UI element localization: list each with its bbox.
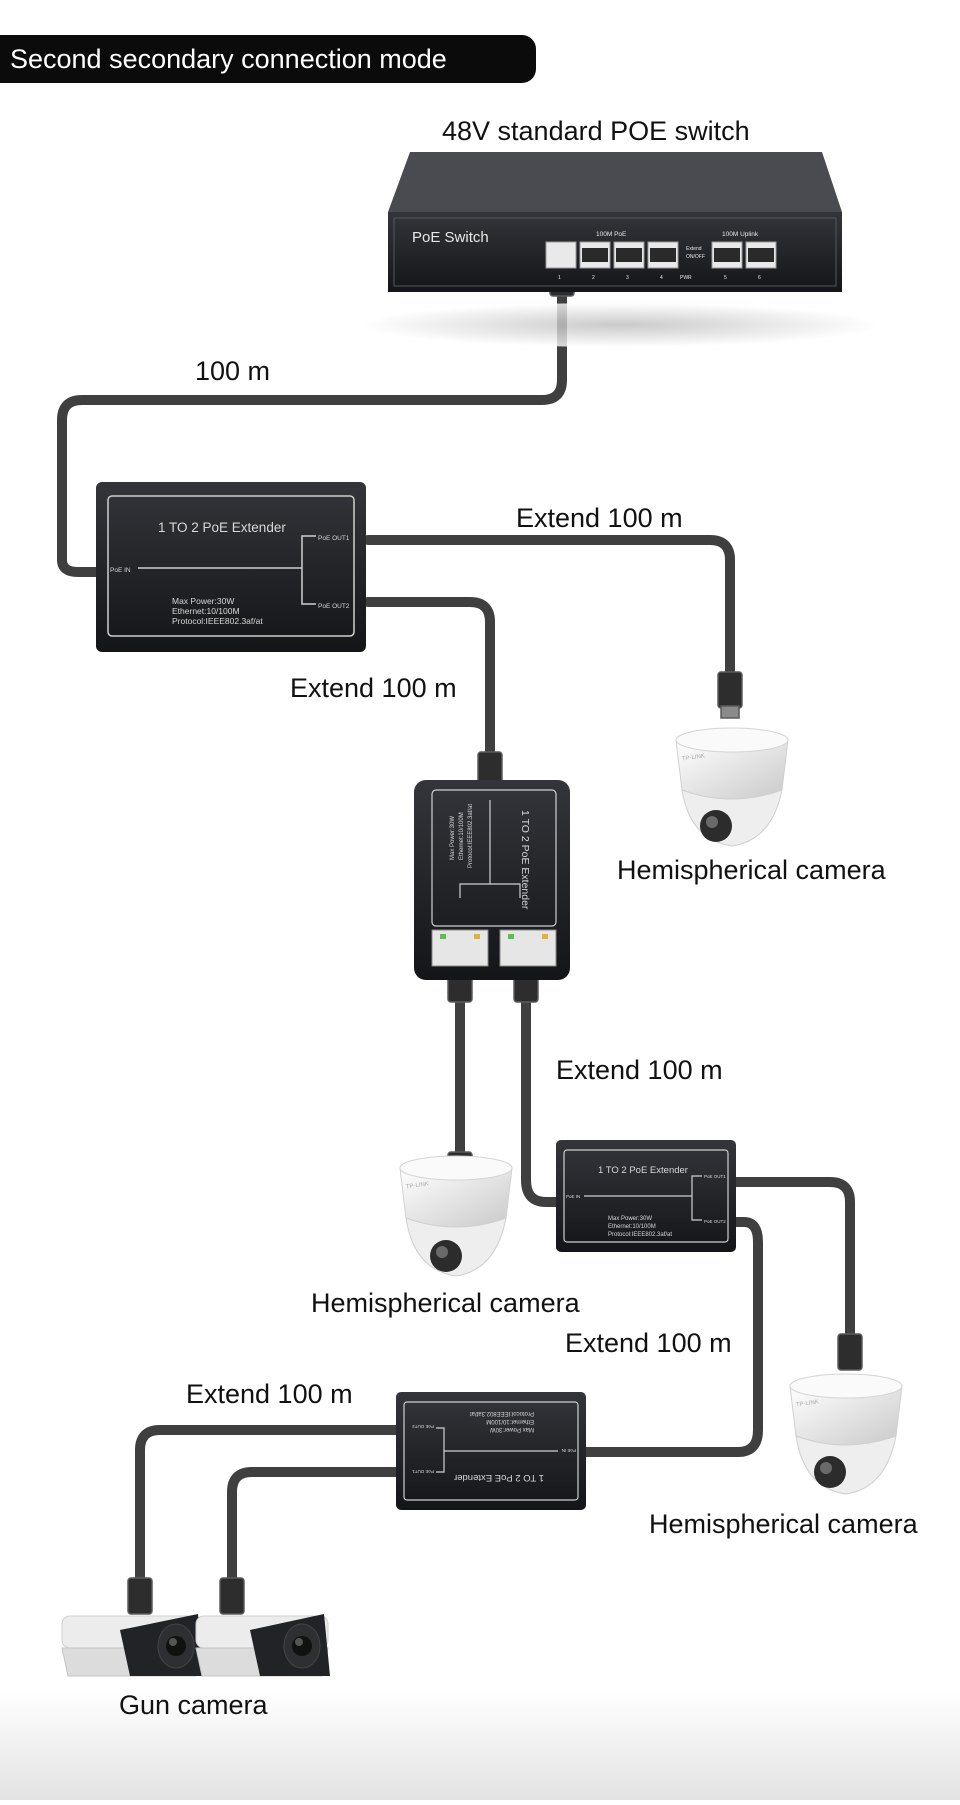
switch-port-number-1: 1 (558, 275, 561, 281)
cable-ext4-to-gun-1 (135, 1425, 403, 1590)
extender-4-spec-protocol: Protocol:IEEE802.3af/at (470, 1410, 534, 1416)
cable-ext4-to-gun-2 (227, 1467, 403, 1590)
extender-1-out1: PoE OUT1 (318, 535, 350, 542)
extender-4-spec-power: Max Power:30W (490, 1426, 534, 1432)
dome-camera-1: TP-LINK (675, 727, 789, 847)
cable-label-extend-3: Extend 100 m (556, 1055, 723, 1085)
extender-2-spec-power: Max Power:30W (450, 816, 456, 860)
plug-gun-2 (219, 1577, 245, 1615)
gun-camera-label: Gun camera (119, 1690, 268, 1720)
cable-label-extend-2: Extend 100 m (290, 673, 457, 703)
extender-4-out2: PoE OUT2 (412, 1424, 434, 1429)
cable-switch-to-extender-1 (57, 285, 567, 577)
cable-ext3-out2-to-ext4 (577, 1217, 763, 1457)
dome-camera-1-label: Hemispherical camera (617, 855, 886, 885)
cable-ext2-to-ext3 (521, 995, 565, 1207)
extender-4-title: 1 TO 2 PoE Extender (454, 1472, 544, 1483)
cable-ext1-out2-to-ext2 (363, 597, 495, 765)
extender-4: 1 TO 2 PoE Extender PoE IN PoE OUT1 PoE … (396, 1392, 586, 1510)
switch-port-number-6: 6 (758, 275, 761, 281)
extender-2-title: 1 TO 2 PoE Extender (519, 810, 531, 910)
switch-port-number-2: 2 (592, 275, 595, 281)
switch-port-number-4: 4 (660, 275, 663, 281)
extender-3-poe-in: PoE IN (566, 1194, 580, 1199)
extender-4-spec-ethernet: Ethernet:10/100M (486, 1418, 534, 1424)
bottom-fade (0, 1690, 960, 1800)
extender-1-title: 1 TO 2 PoE Extender (158, 520, 286, 535)
dome-camera-3-label: Hemispherical camera (649, 1509, 918, 1539)
mode-title-badge: Second secondary connection mode (0, 35, 536, 83)
switch-extend-label: Extend (686, 246, 702, 252)
cable-label-100m: 100 m (195, 356, 271, 386)
extender-3-out2: PoE OUT2 (704, 1219, 726, 1224)
dome-camera-3: TP-LINK (789, 1373, 903, 1495)
poe-switch: PoE Switch 100M PoE 100M Uplink Extend O… (360, 152, 880, 347)
switch-uplink-group-label: 100M Uplink (722, 231, 759, 238)
dome-camera-3-brand: TP-LINK (796, 1399, 820, 1408)
extender-3-out1: PoE OUT1 (704, 1174, 726, 1179)
cable-label-extend-4: Extend 100 m (565, 1328, 732, 1358)
extender-3-spec-protocol: Protocol:IEEE802.3af/at (608, 1232, 672, 1238)
extender-4-out1: PoE OUT1 (412, 1469, 434, 1474)
cable-label-extend-1: Extend 100 m (516, 503, 683, 533)
extender-2: 1 TO 2 PoE Extender Max Power:30W Ethern… (414, 780, 570, 980)
plug-dome-1 (717, 671, 743, 719)
extender-3-title: 1 TO 2 PoE Extender (598, 1165, 688, 1176)
dome-camera-2-brand: TP-LINK (406, 1181, 430, 1190)
extender-1-out2: PoE OUT2 (318, 603, 350, 610)
switch-pwr-label: PWR (680, 275, 692, 281)
extender-1: 1 TO 2 PoE Extender PoE IN PoE OUT1 PoE … (96, 482, 366, 652)
switch-panel-text: PoE Switch (412, 229, 489, 246)
extender-1-spec-protocol: Protocol:IEEE802.3af/at (172, 616, 263, 626)
extender-1-spec-ethernet: Ethernet:10/100M (172, 606, 240, 616)
extender-1-spec-power: Max Power:30W (172, 596, 234, 606)
extender-2-ports (431, 929, 557, 967)
extender-4-poe-in: PoE IN (562, 1448, 576, 1453)
switch-port-number-3: 3 (626, 275, 629, 281)
plug-dome-3 (837, 1333, 863, 1371)
dome-camera-2: TP-LINK (399, 1155, 513, 1277)
extender-2-spec-ethernet: Ethernet:10/100M (459, 812, 465, 860)
cable-label-extend-5: Extend 100 m (186, 1379, 353, 1409)
cables (57, 285, 855, 1590)
extender-3-spec-power: Max Power:30W (608, 1216, 652, 1222)
switch-label: 48V standard POE switch (442, 116, 750, 146)
extender-1-poe-in: PoE IN (110, 567, 131, 574)
extender-3-spec-ethernet: Ethernet:10/100M (608, 1224, 656, 1230)
plug-gun-1 (127, 1577, 153, 1615)
dome-camera-2-label: Hemispherical camera (311, 1288, 580, 1318)
gun-camera-2 (195, 1614, 330, 1677)
cable-ext3-out1-to-dome-3 (727, 1177, 855, 1345)
dome-camera-1-brand: TP-LINK (682, 753, 706, 762)
gun-camera-1 (61, 1614, 204, 1677)
switch-extend-state: ON/OFF (686, 254, 705, 260)
switch-poe-group-label: 100M PoE (596, 231, 627, 238)
switch-port-number-5: 5 (724, 275, 727, 281)
extender-2-spec-protocol: Protocol:IEEE802.3af/at (468, 804, 474, 868)
extender-3: 1 TO 2 PoE Extender PoE IN PoE OUT1 PoE … (556, 1140, 736, 1252)
cable-ext1-out1-to-dome-1 (363, 535, 735, 685)
